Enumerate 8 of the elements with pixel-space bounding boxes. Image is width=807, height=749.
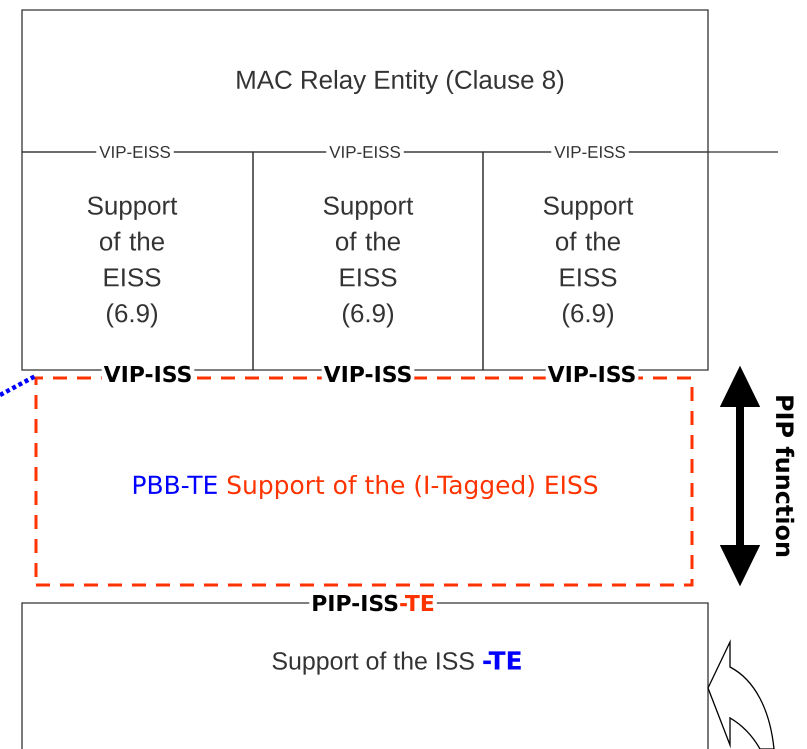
interface-label: VIP-EISS <box>326 143 404 161</box>
side-label: PIP function <box>776 396 794 556</box>
interface-label: VIP-ISS <box>322 364 414 384</box>
interface-label: VIP-ISS <box>102 364 194 384</box>
interface-label: VIP-ISS <box>546 364 638 384</box>
interface-label: VIP-EISS <box>551 143 629 161</box>
interface-label: VIP-EISS <box>96 143 174 161</box>
interface-label: PIP-ISS-TE <box>309 592 437 614</box>
